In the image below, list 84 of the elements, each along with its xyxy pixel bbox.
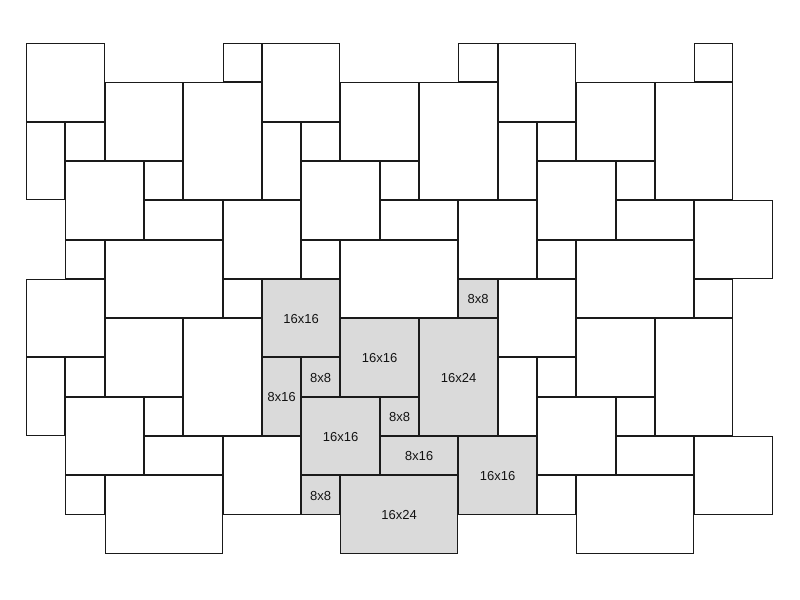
size-label: 8x16 — [267, 389, 296, 404]
tile — [144, 397, 183, 436]
tile — [183, 318, 262, 436]
tile — [301, 357, 340, 397]
tile — [576, 82, 655, 161]
tile — [26, 122, 65, 200]
tile — [694, 200, 773, 279]
tile — [340, 318, 419, 397]
tile — [380, 436, 458, 475]
tile — [262, 357, 301, 436]
tile — [340, 82, 419, 161]
size-label: 16x16 — [283, 310, 319, 326]
tile — [537, 397, 616, 475]
tile — [616, 200, 694, 240]
tile — [498, 279, 576, 357]
tile — [65, 161, 144, 240]
tile — [458, 43, 498, 82]
tile — [576, 475, 694, 554]
tile — [223, 200, 301, 279]
tile — [537, 161, 616, 240]
size-label: 8x8 — [310, 370, 331, 384]
tile — [576, 240, 694, 318]
size-label: 16x16 — [480, 468, 516, 483]
tile — [65, 122, 105, 161]
tile — [655, 318, 733, 436]
tile — [65, 357, 105, 397]
tile — [223, 436, 301, 515]
tile — [105, 82, 183, 161]
tile — [419, 82, 498, 200]
tile — [144, 200, 223, 240]
tile — [262, 122, 301, 200]
tile — [498, 43, 576, 122]
size-label: 16x24 — [381, 507, 417, 522]
tile — [262, 279, 340, 357]
tile — [537, 240, 576, 279]
tile — [380, 200, 458, 240]
tile — [655, 82, 733, 200]
tile — [340, 475, 458, 554]
size-label: 8x16 — [404, 448, 434, 463]
tile — [458, 436, 537, 515]
tile — [65, 475, 105, 515]
tile — [26, 357, 65, 436]
size-label: 16x16 — [322, 428, 358, 444]
tile — [144, 436, 223, 475]
tile — [223, 279, 262, 318]
tile — [380, 161, 419, 200]
size-label: 8x8 — [310, 488, 331, 502]
size-label: 16x16 — [362, 350, 398, 365]
size-label: 8x8 — [468, 291, 488, 306]
tile — [26, 279, 105, 357]
tile — [183, 82, 262, 200]
tile — [301, 161, 380, 240]
tile — [301, 397, 380, 475]
size-label: 8x8 — [389, 409, 410, 424]
size-label: 16x24 — [440, 370, 476, 384]
tile — [105, 318, 183, 397]
tile — [537, 122, 576, 161]
tile — [380, 397, 419, 436]
tile — [498, 357, 537, 436]
tile — [301, 475, 340, 515]
tile — [616, 161, 655, 200]
tile — [458, 279, 498, 318]
tile — [458, 200, 537, 279]
tile — [340, 240, 458, 318]
tile — [694, 436, 773, 515]
tile — [616, 436, 694, 475]
tile — [616, 397, 655, 436]
tile — [694, 279, 733, 318]
tile — [65, 240, 105, 279]
tile — [301, 240, 340, 279]
tile — [105, 240, 223, 318]
tile — [105, 475, 223, 554]
tile — [576, 318, 655, 397]
tile — [419, 318, 498, 436]
tile — [301, 122, 340, 161]
tile — [694, 43, 733, 82]
tile — [144, 161, 183, 200]
tile — [223, 43, 262, 82]
tile — [26, 43, 105, 122]
tile — [537, 357, 576, 397]
tile — [537, 475, 576, 515]
tile — [262, 43, 340, 122]
tile — [498, 122, 537, 200]
tile — [65, 397, 144, 475]
